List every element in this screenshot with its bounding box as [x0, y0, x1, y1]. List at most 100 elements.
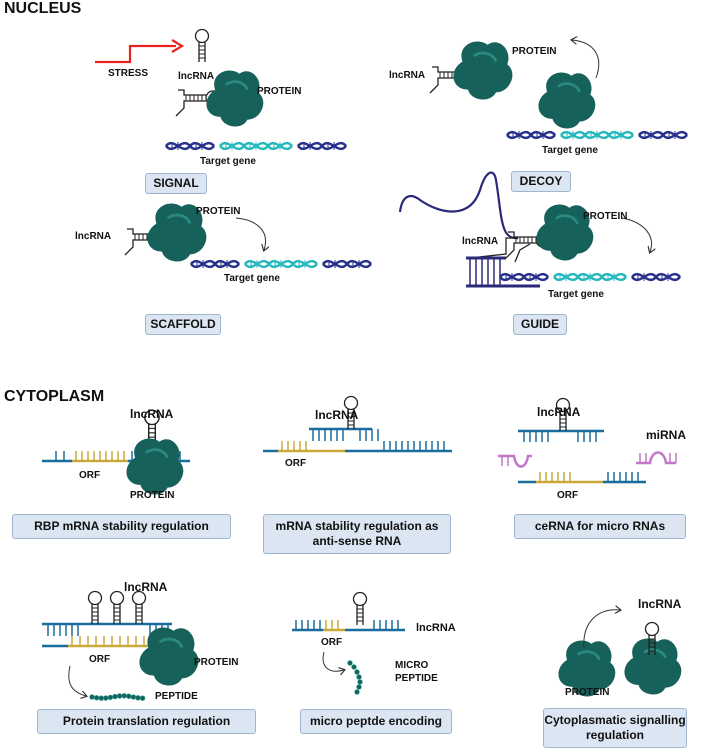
orf-label: ORF	[557, 490, 579, 501]
signalling-box-line1: Cytoplasmatic signalling	[544, 713, 686, 727]
signal-box: SIGNAL	[145, 173, 207, 194]
antisense-box: mRNA stability regulation as anti-sense …	[263, 514, 451, 554]
binding-arrow	[621, 217, 652, 252]
micro-peptide-bead	[354, 689, 360, 695]
target-gene-label: Target gene	[542, 145, 598, 156]
micro-peptide-bead	[347, 660, 353, 666]
micro-peptide-bead	[354, 669, 360, 675]
target-gene-label: Target gene	[548, 289, 604, 300]
peptide-chain	[89, 693, 146, 701]
protein-label: PROTEIN	[257, 86, 302, 97]
orf-label: ORF	[79, 470, 101, 481]
signalling-panel	[557, 610, 683, 698]
target-gene-dna-icon	[189, 258, 373, 270]
peptide-bead	[116, 693, 123, 699]
signalling-box-line2: regulation	[585, 728, 644, 742]
mirna-label: miRNA	[646, 428, 687, 442]
translation-arrow	[68, 665, 86, 696]
activation-arrow	[583, 610, 620, 649]
peptide-bead	[107, 694, 114, 701]
peptide-bead	[121, 693, 127, 699]
protein-icon	[205, 69, 265, 128]
mirna-strand	[636, 451, 676, 465]
translation-panel	[42, 590, 200, 697]
cerna-box: ceRNA for micro RNAs	[514, 514, 686, 539]
mirna-strand	[498, 454, 532, 468]
target-gene-dna-icon	[498, 271, 682, 283]
micro-peptide-label-line2: PEPTIDE	[395, 673, 438, 684]
protein-label: PROTEIN	[565, 687, 610, 698]
decoy-box: DECOY	[511, 171, 571, 192]
signal-panel	[95, 28, 348, 152]
peptide-bead	[126, 693, 132, 699]
protein-icon	[138, 626, 200, 687]
antisense-box-line1: mRNA stability regulation as	[275, 519, 439, 533]
cerna-panel	[498, 397, 677, 484]
lncrna-hairpin-icon	[131, 590, 147, 625]
lncrna-label: lncRNA	[124, 580, 168, 594]
translation-arrow	[322, 651, 344, 671]
protein-icon	[125, 437, 185, 496]
section-title-nucleus: NUCLEUS	[4, 0, 82, 17]
rbp-panel	[42, 409, 190, 496]
protein-label: PROTEIN	[194, 657, 239, 668]
lncrna-strand	[398, 171, 519, 240]
micro-peptide-label-line1: MICRO	[395, 660, 429, 671]
lncrna-label: lncRNA	[130, 407, 174, 421]
protein-label: PROTEIN	[196, 206, 241, 217]
section-title-cytoplasm: CYTOPLASM	[4, 388, 105, 405]
peptide-bead	[89, 694, 95, 700]
peptide-bead	[93, 695, 100, 701]
lncrna-label: lncRNA	[537, 405, 581, 419]
lncrna-label: lncRNA	[638, 597, 682, 611]
protein-label: PROTEIN	[130, 490, 175, 501]
lncrna-label: lncRNA	[462, 236, 499, 247]
protein-icon	[537, 71, 597, 130]
micro-peptide-chain	[347, 660, 363, 695]
protein-icon	[452, 40, 514, 101]
micropeptide-box: micro peptde encoding	[300, 709, 452, 734]
translation-box: Protein translation regulation	[37, 709, 256, 734]
scaffold-panel	[124, 202, 373, 270]
stress-label: STRESS	[108, 68, 149, 79]
peptide-bead	[135, 695, 141, 701]
lncrna-label: lncRNA	[315, 408, 359, 422]
target-gene-dna-icon	[164, 140, 348, 152]
peptide-bead	[139, 695, 146, 701]
peptide-bead	[98, 695, 104, 701]
target-gene-label: Target gene	[224, 273, 280, 284]
binding-arrow	[235, 217, 266, 250]
micro-peptide-bead	[356, 684, 362, 690]
orf-label: ORF	[89, 654, 111, 665]
orf-label: ORF	[321, 637, 343, 648]
micropeptide-panel	[292, 591, 405, 672]
protein-label: PROTEIN	[512, 46, 557, 57]
lncrna-hairpin-icon	[194, 28, 210, 63]
peptide-bead	[103, 695, 109, 701]
stress-promoter-arrow	[95, 44, 176, 64]
antisense-box-line2: anti-sense RNA	[312, 534, 402, 548]
release-arrow	[572, 40, 600, 79]
micro-peptide-bead	[357, 679, 363, 685]
lncrna-label: lncRNA	[389, 70, 426, 81]
scaffold-box: SCAFFOLD	[145, 314, 221, 335]
antisense-panel	[263, 395, 452, 453]
peptide-bead	[130, 694, 137, 700]
rbp-box: RBP mRNA stability regulation	[12, 514, 231, 539]
signalling-box: Cytoplasmatic signalling regulation	[543, 708, 687, 748]
micro-peptide-bead	[351, 664, 357, 670]
guide-panel	[398, 171, 682, 288]
lncrna-label: lncRNA	[75, 231, 112, 242]
lncrna-hairpin-icon	[87, 590, 103, 625]
lncrna-label: lncRNA	[416, 622, 456, 634]
micro-peptide-bead	[356, 674, 362, 680]
peptide-bead	[112, 693, 118, 700]
lncrna-label: lncRNA	[178, 71, 215, 82]
decoy-panel	[429, 40, 689, 141]
target-gene-dna-icon	[505, 129, 689, 141]
lncrna-hairpin-icon	[352, 591, 368, 626]
peptide-label: PEPTIDE	[155, 691, 198, 702]
orf-label: ORF	[285, 458, 307, 469]
lncrna-hairpin-icon	[109, 590, 125, 625]
